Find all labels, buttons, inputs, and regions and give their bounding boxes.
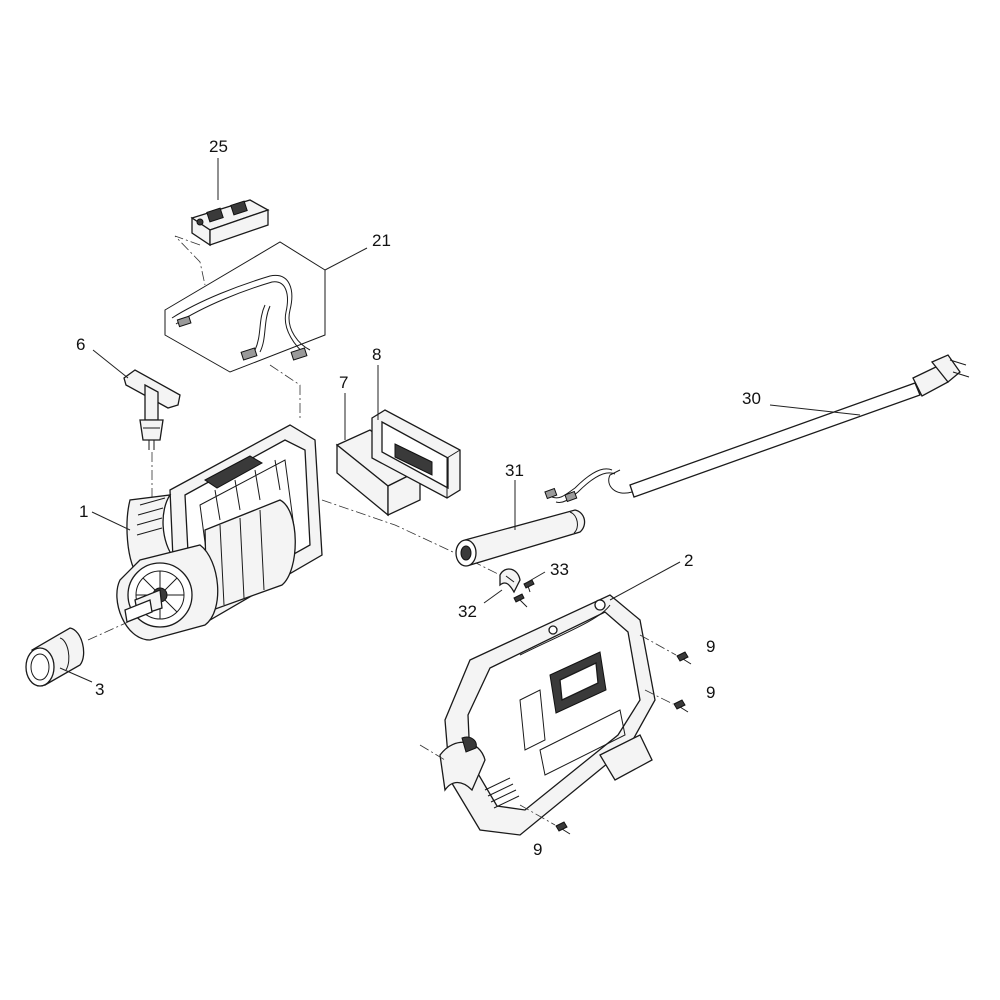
callout-8: 8 <box>372 345 381 364</box>
dash-9a <box>639 634 677 656</box>
part-9-screw-a <box>676 651 692 665</box>
callout-31: 31 <box>505 461 524 480</box>
part-6-t-handle <box>123 369 181 450</box>
dash-1-31 <box>321 499 511 581</box>
leader-2 <box>609 561 681 601</box>
part-1-motor-housing <box>116 424 323 641</box>
callout-9-c: 9 <box>533 840 542 859</box>
leader-6 <box>92 349 129 379</box>
part-9-screw-b <box>673 699 689 713</box>
dash-2-hook <box>419 744 446 761</box>
dash-9b <box>644 689 674 705</box>
callout-32: 32 <box>458 602 477 621</box>
dash-3-1 <box>87 621 129 641</box>
part-8-filter-cover <box>371 409 461 499</box>
part-21-wire-harness <box>164 241 326 373</box>
leader-3 <box>59 667 93 683</box>
callout-30: 30 <box>742 389 761 408</box>
leader-1 <box>91 511 131 531</box>
callout-33: 33 <box>550 560 569 579</box>
dash-25-21 <box>174 235 206 286</box>
part-9-screw-c <box>555 821 571 835</box>
part-31-tube <box>455 509 586 567</box>
callout-1: 1 <box>79 502 88 521</box>
callout-25: 25 <box>209 137 228 156</box>
part-3-coupling <box>25 627 85 687</box>
dash-9c <box>519 804 556 826</box>
leader-32 <box>483 589 503 604</box>
leader-21 <box>324 247 368 271</box>
callout-3: 3 <box>95 680 104 699</box>
part-25-switch <box>190 199 270 247</box>
callout-21: 21 <box>372 231 391 250</box>
callout-9-b: 9 <box>706 683 715 702</box>
part-2-front-cover <box>439 594 656 836</box>
callout-9-a: 9 <box>706 637 715 656</box>
leader-30 <box>769 404 861 416</box>
callout-6: 6 <box>76 335 85 354</box>
part-32-clamp <box>499 568 521 594</box>
callout-7: 7 <box>339 373 348 392</box>
dash-21-1 <box>269 364 301 420</box>
leader-33 <box>525 571 546 584</box>
part-30-power-cord <box>544 354 970 503</box>
callout-2: 2 <box>684 551 693 570</box>
